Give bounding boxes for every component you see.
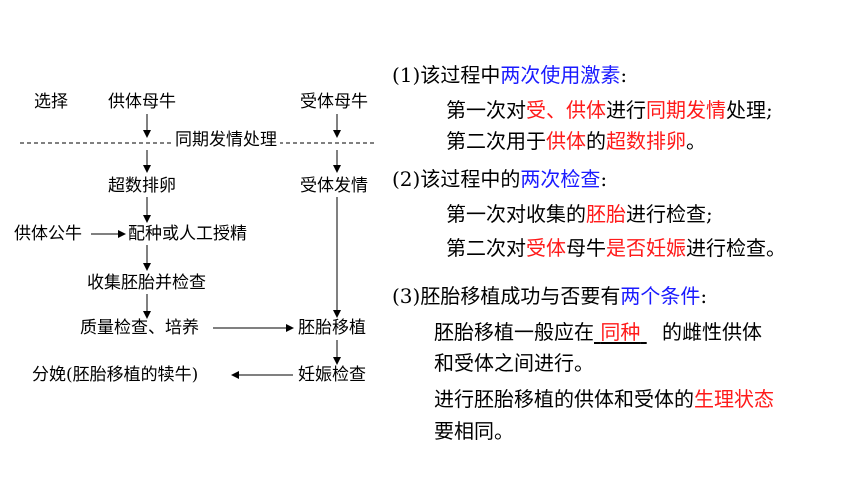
note1-heading: (1)该过程中两次使用激素: (392, 62, 627, 88)
text-red: 受、供体 (526, 98, 606, 122)
node-select: 选择 (34, 92, 68, 112)
text: 。 (686, 129, 706, 153)
note1-highlight: 两次使用激素 (500, 63, 621, 87)
text: 的雌性供体 (662, 320, 762, 344)
note2-line1: 第一次对收集的胚胎进行检查; (446, 201, 713, 227)
node-sync-estrus: 同期发情处理 (172, 130, 280, 150)
note1-line2: 第二次用于供体的超数排卵。 (446, 128, 706, 154)
note3-heading: (3)胚胎移植成功与否要有两个条件: (392, 283, 707, 309)
node-transfer: 胚胎移植 (298, 318, 366, 338)
text-red: 超数排卵 (606, 129, 686, 153)
note3-highlight: 两个条件 (620, 284, 701, 308)
text: 的 (586, 129, 606, 153)
note2-highlight: 两次检查 (520, 167, 601, 191)
text: 处理; (726, 98, 773, 122)
note1-prefix: (1)该过程中 (392, 63, 501, 87)
note3-line4: 要相同。 (434, 419, 514, 443)
node-donor-cow: 供体母牛 (108, 92, 176, 112)
text-red: 受体 (526, 236, 566, 260)
note3-line1: 胚胎移植一般应在 同种 的雌性供体 (434, 319, 762, 345)
fill-blank-answer: 同种 (600, 320, 641, 344)
note2-line2: 第二次对受体母牛是否妊娠进行检查。 (446, 235, 786, 261)
text: 进行 (606, 98, 646, 122)
text-red: 同期发情 (646, 98, 726, 122)
node-recipient-cow: 受体母牛 (300, 92, 368, 112)
text-red: 胚胎 (586, 202, 626, 226)
note3-suffix: : (700, 284, 708, 308)
note1-suffix: : (620, 63, 628, 87)
text-red: 是否妊娠 (606, 236, 686, 260)
note3-line2: 和受体之间进行。 (434, 351, 594, 375)
text: 第二次用于 (446, 129, 546, 153)
node-donor-bull: 供体公牛 (14, 224, 82, 244)
text: 胚胎移植一般应在 (434, 320, 594, 344)
fill-blank: 同种 (594, 319, 662, 345)
text: 第一次对收集的 (446, 202, 586, 226)
text: 母牛 (566, 236, 606, 260)
node-pregnancy-check: 妊娠检查 (298, 365, 366, 385)
note2-prefix: (2)该过程中的 (392, 167, 521, 191)
text-red: 供体 (546, 129, 586, 153)
text: 进行检查; (626, 202, 713, 226)
text-red: 生理状态 (694, 387, 774, 411)
note3-prefix: (3)胚胎移植成功与否要有 (392, 284, 621, 308)
text: 进行胚胎移植的供体和受体的 (434, 387, 694, 411)
note3-line3: 进行胚胎移植的供体和受体的生理状态 (434, 386, 774, 412)
note1-line1: 第一次对受、供体进行同期发情处理; (446, 97, 773, 123)
text: 第二次对 (446, 236, 526, 260)
node-mating: 配种或人工授精 (128, 224, 247, 244)
node-birth: 分娩(胚胎移植的犊牛) (32, 365, 199, 385)
text: 进行检查。 (686, 236, 786, 260)
node-recipient-estrus: 受体发情 (300, 176, 368, 196)
text: 第一次对 (446, 98, 526, 122)
node-quality-culture: 质量检查、培养 (80, 318, 199, 338)
node-collect-check: 收集胚胎并检查 (87, 273, 206, 293)
note2-heading: (2)该过程中的两次检查: (392, 166, 607, 192)
node-superovulation: 超数排卵 (108, 176, 176, 196)
note2-suffix: : (600, 167, 608, 191)
